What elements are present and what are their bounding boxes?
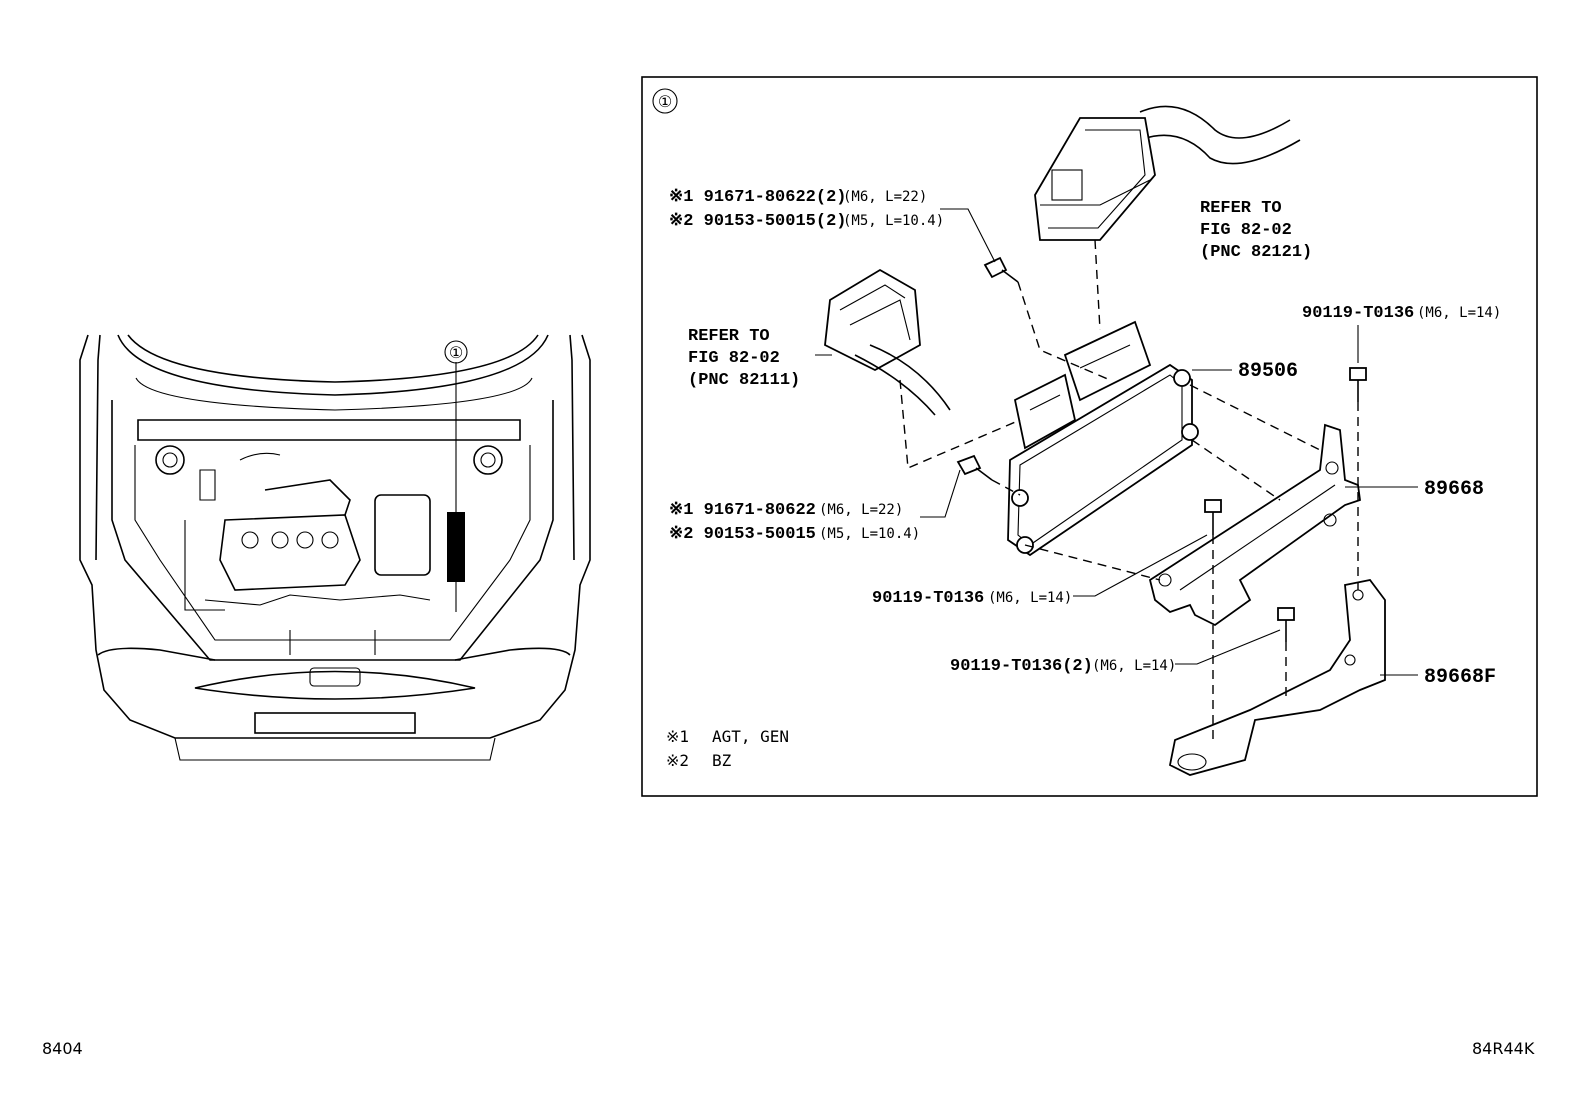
label-bolt-top-right-spec: (M6, L=14) <box>1417 305 1501 321</box>
bolt-icon-mid <box>956 454 993 481</box>
note-2-text: BZ <box>712 751 732 770</box>
figure-code-left: 8404 <box>42 1039 83 1058</box>
label-bolt-b2-part: ※2 90153-50015 <box>669 525 816 544</box>
label-bolt-a1-spec: (M6, L=22) <box>843 189 927 205</box>
label-refer-left-1: REFER TO <box>688 327 770 346</box>
label-refer-top-2: FIG 82-02 <box>1200 221 1292 240</box>
harness-connector-top <box>1034 105 1301 241</box>
label-bolt-b1-spec: (M6, L=22) <box>819 502 903 518</box>
bolt-icon-top-right <box>1349 367 1367 402</box>
label-refer-left-2: FIG 82-02 <box>688 349 780 368</box>
callout-marker-detail: ① <box>658 92 672 111</box>
label-bolt-a2-part: ※2 90153-50015(2) <box>669 212 846 231</box>
callout-marker-left: ① <box>449 343 463 362</box>
label-refer-top-3: (PNC 82121) <box>1200 243 1312 262</box>
label-refer-left-3: (PNC 82111) <box>688 371 800 390</box>
label-pn-bracket: 89668 <box>1424 478 1484 501</box>
label-refer-top-1: REFER TO <box>1200 199 1282 218</box>
label-bolt-a2-spec: (M5, L=10.4) <box>843 213 944 229</box>
figure-code-right: 84R44K <box>1472 1039 1535 1058</box>
label-bolt-b2-spec: (M5, L=10.4) <box>819 526 920 542</box>
note-1-mark: ※1 <box>666 727 689 746</box>
label-bolt-d-part: 90119-T0136(2) <box>950 657 1093 676</box>
label-bolt-top-right-part: 90119-T0136 <box>1302 304 1414 323</box>
note-2-mark: ※2 <box>666 751 689 770</box>
vehicle-front-view: ① <box>79 334 591 761</box>
label-bolt-a1-part: ※1 91671-80622(2) <box>669 188 846 207</box>
bracket-89668F <box>1168 579 1386 776</box>
detail-box <box>641 76 1538 797</box>
bolt-icon-center <box>1204 499 1222 535</box>
leader-lines <box>815 208 1418 676</box>
label-bolt-c-part: 90119-T0136 <box>872 589 984 608</box>
label-bolt-b1-part: ※1 91671-80622 <box>669 501 816 520</box>
bolt-icon-upper <box>983 256 1019 283</box>
assembly-guide-lines <box>899 239 1359 740</box>
label-bolt-c-spec: (M6, L=14) <box>988 590 1072 606</box>
bolt-icon-lower <box>1277 607 1295 642</box>
harness-connector-left <box>824 268 951 416</box>
callout-circle-detail <box>652 88 678 114</box>
callout-circle-left <box>444 340 468 364</box>
label-pn-bracket-f: 89668F <box>1424 666 1496 689</box>
label-bolt-d-spec: (M6, L=14) <box>1092 658 1176 674</box>
ecu-unit-89506 <box>1007 320 1199 557</box>
bracket-89668 <box>1148 423 1361 627</box>
label-pn-ecu: 89506 <box>1238 360 1298 383</box>
ecu-location-marker <box>447 512 465 582</box>
note-1-text: AGT, GEN <box>712 727 789 746</box>
